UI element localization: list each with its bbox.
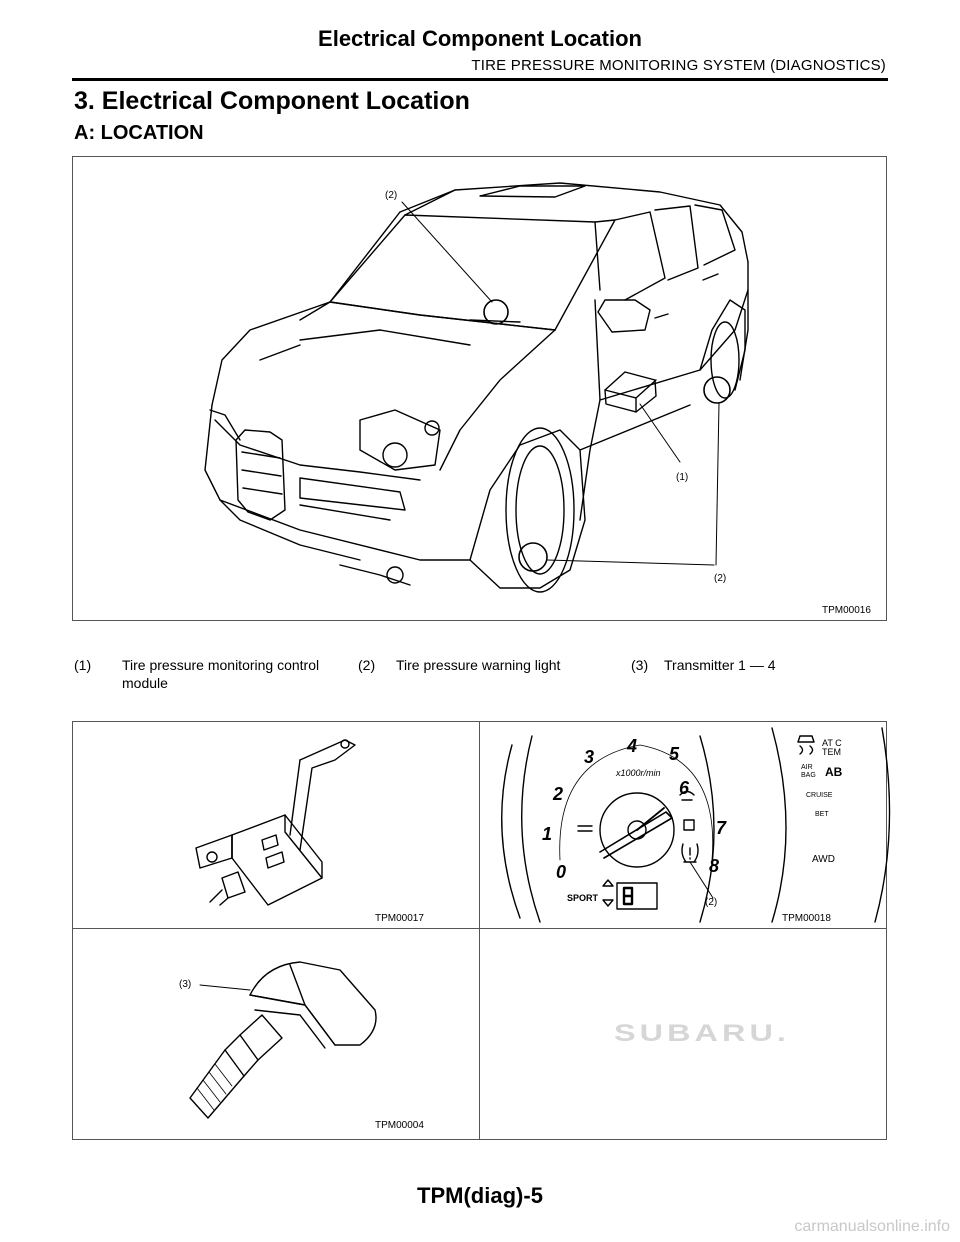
grid-divider-horizontal — [72, 928, 887, 929]
cluster-ab-label: AB — [825, 765, 843, 779]
page-header-subtitle: TIRE PRESSURE MONITORING SYSTEM (DIAGNOS… — [471, 57, 886, 74]
cluster-bet-label: BET — [815, 811, 829, 818]
cluster-number-2: 2 — [553, 784, 564, 804]
cluster-number-4: 4 — [627, 736, 638, 756]
cluster-cruise-label: CRUISE — [806, 792, 833, 799]
cluster-number-7: 7 — [716, 818, 727, 838]
legend-text: Tire pressure warning light — [396, 657, 561, 673]
cluster-sport-label: SPORT — [567, 893, 599, 903]
cluster-number-3: 3 — [584, 747, 595, 767]
main-figure-frame — [72, 156, 887, 621]
page-number: TPM(diag)-5 — [417, 1183, 543, 1208]
cluster-number-0: 0 — [556, 862, 567, 882]
figure-code-transmitter: TPM00004 — [375, 1120, 424, 1131]
legend-num: (2) — [358, 657, 376, 673]
figure-code-module: TPM00017 — [375, 913, 424, 924]
cluster-at-label: AT C — [822, 738, 842, 748]
grid-divider-vertical — [479, 721, 480, 1139]
cluster-air-label: AIR — [801, 764, 813, 771]
watermark: carmanualsonline.info — [794, 1218, 950, 1235]
page-header-title: Electrical Component Location — [318, 26, 642, 51]
legend-item-3: (3) Transmitter 1 — 4 — [631, 656, 776, 674]
figure-code-main: TPM00016 — [822, 605, 871, 616]
subaru-logo: SUBARU. — [614, 1020, 790, 1047]
cluster-temp-label: TEM — [822, 747, 841, 757]
cluster-unit-label: x1000r/min — [616, 768, 661, 778]
transmitter-callout-3: (3) — [179, 979, 192, 990]
section-subtitle: A: LOCATION — [74, 122, 204, 144]
callout-2-bottom: (2) — [714, 573, 727, 584]
callout-2-top: (2) — [385, 190, 398, 201]
cluster-number-1: 1 — [542, 824, 553, 844]
cluster-number-8: 8 — [709, 856, 720, 876]
legend-num: (1) — [74, 657, 92, 673]
legend-item-1: (1) Tire pressure monitoring control modu… — [74, 656, 337, 692]
figure-code-cluster: TPM00018 — [782, 913, 831, 924]
legend-text: Tire pressure monitoring control module — [122, 657, 320, 691]
callout-1: (1) — [676, 472, 689, 483]
cluster-callout-2: (2) — [705, 897, 718, 908]
cluster-number-6: 6 — [679, 778, 690, 798]
cluster-awd-label: AWD — [812, 854, 835, 865]
cluster-number-5: 5 — [669, 744, 680, 764]
cluster-bag-label: BAG — [801, 772, 816, 779]
header-rule — [72, 78, 888, 81]
section-title: 3. Electrical Component Location — [74, 87, 470, 115]
legend-item-2: (2) Tire pressure warning light — [358, 656, 560, 674]
legend-text: Transmitter 1 — 4 — [664, 657, 776, 673]
legend-num: (3) — [631, 657, 649, 673]
